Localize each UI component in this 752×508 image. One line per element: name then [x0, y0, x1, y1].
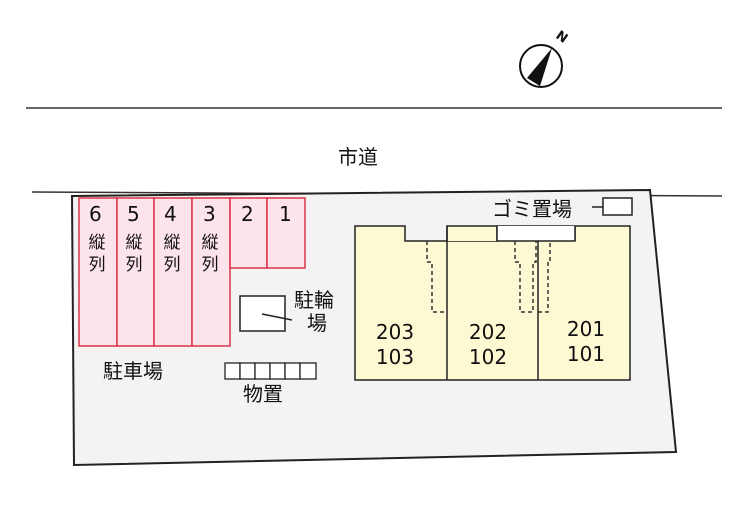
parking-space-6: [78, 197, 118, 347]
parking-note: 縦列: [201, 233, 219, 275]
bicycle-parking-label: 駐輪: [294, 288, 334, 312]
parking-space-4: [153, 197, 193, 347]
parking-note: 縦列: [125, 233, 143, 275]
storage-label: 物置: [243, 382, 283, 406]
unit-number-upper: 202: [468, 320, 508, 344]
unit-number-upper: 203: [375, 320, 415, 344]
unit-number-lower: 102: [468, 345, 508, 369]
unit-number-lower: 101: [566, 342, 606, 366]
parking-number: 6: [89, 202, 102, 226]
parking-label: 駐車場: [103, 359, 163, 383]
parking-note: 縦列: [88, 233, 106, 275]
road-label: 市道: [338, 145, 378, 169]
unit-203-103: 203 103: [370, 320, 420, 370]
parking-note: 縦列: [163, 233, 181, 275]
parking-space-1: [266, 197, 306, 269]
garbage-box: [602, 197, 633, 216]
compass-icon: [519, 44, 563, 88]
parking-number: 3: [203, 202, 216, 226]
unit-201-101: 201 101: [561, 317, 611, 367]
internal-dashed-lines: [426, 241, 551, 313]
parking-number: 2: [241, 202, 254, 226]
parking-number: 4: [164, 202, 177, 226]
parking-space-3: [191, 197, 231, 347]
garbage-label: ゴミ置場: [492, 197, 572, 221]
unit-number-lower: 103: [375, 345, 415, 369]
unit-202-102: 202 102: [463, 320, 513, 370]
parking-number: 1: [279, 202, 292, 226]
bicycle-leader-line: [261, 313, 293, 321]
storage-box: [224, 362, 317, 380]
parking-space-2: [229, 197, 268, 269]
parking-number: 5: [127, 202, 140, 226]
unit-number-upper: 201: [566, 317, 606, 341]
parking-spaces: [78, 197, 306, 347]
bicycle-parking-label: 場: [307, 311, 327, 335]
